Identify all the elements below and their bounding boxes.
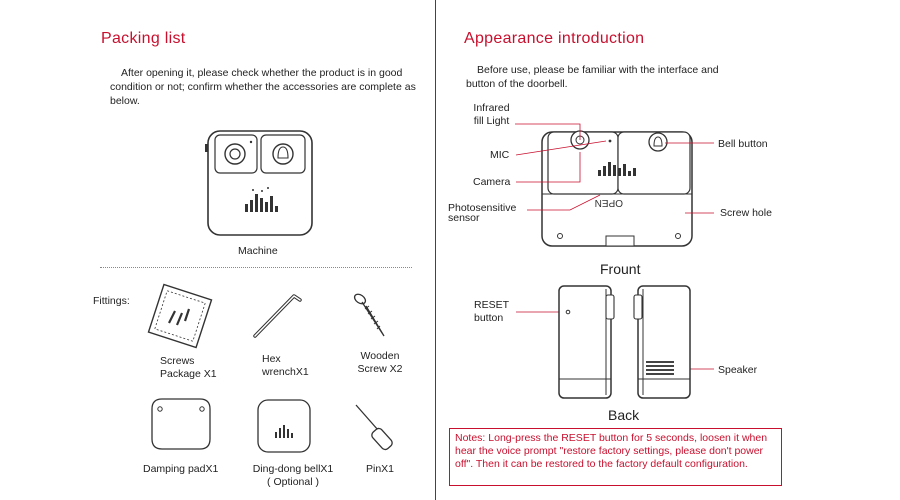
screw-hole-label: Screw hole xyxy=(720,207,772,219)
screws-package-line2: Package X1 xyxy=(160,368,217,380)
ding-dong-bell-label: Ding-dong bellX1 ( Optional ) xyxy=(238,463,348,489)
dotted-divider xyxy=(100,267,412,268)
camera-label: Camera xyxy=(473,176,511,188)
hex-wrench-line1: Hex xyxy=(262,353,281,365)
mic-label: MIC xyxy=(490,149,510,161)
machine-illustration xyxy=(205,130,313,236)
reset-line1: RESET xyxy=(474,299,510,311)
screws-package-illustration xyxy=(147,283,213,349)
ding-dong-bell-illustration xyxy=(257,399,311,453)
appearance-title: Appearance introduction xyxy=(464,30,645,47)
photosensitive-line2: sensor xyxy=(448,212,480,224)
wooden-screw-illustration xyxy=(353,293,385,337)
pin-label: PinX1 xyxy=(366,463,395,475)
ding-dong-bell-line2: ( Optional ) xyxy=(267,476,319,488)
front-caption: Frount xyxy=(600,261,641,277)
back-left-view-illustration xyxy=(558,285,615,399)
infrared-line2: fill Light xyxy=(473,115,510,127)
photosensitive-label: Photosensitive sensor xyxy=(448,202,517,224)
packing-list-title: Packing list xyxy=(101,30,186,47)
hex-wrench-illustration xyxy=(253,294,302,338)
speaker-label: Speaker xyxy=(718,364,758,376)
pin-illustration xyxy=(355,404,393,451)
fittings-label: Fittings: xyxy=(93,295,130,307)
wooden-screw-line2: Screw X2 xyxy=(357,363,403,375)
bell-button-label: Bell button xyxy=(718,138,768,150)
packing-list-intro: After opening it, please check whether t… xyxy=(110,67,416,107)
hex-wrench-label: Hex wrenchX1 xyxy=(262,353,309,379)
back-caption: Back xyxy=(608,407,640,423)
reset-notes: Notes: Long-press the RESET button for 5… xyxy=(449,428,782,486)
screws-package-label: Screws Package X1 xyxy=(160,355,217,381)
column-divider xyxy=(435,0,436,500)
ding-dong-bell-line1: Ding-dong bellX1 xyxy=(252,463,334,475)
wooden-screw-line1: Wooden xyxy=(360,350,400,362)
machine-label: Machine xyxy=(238,245,278,257)
appearance-intro: Before use, please be familiar with the … xyxy=(466,64,719,90)
hex-wrench-line2: wrenchX1 xyxy=(262,366,309,378)
infrared-line1: Infrared xyxy=(473,102,510,114)
back-right-view-illustration xyxy=(633,285,691,399)
reset-button-label: RESET button xyxy=(474,299,509,325)
damping-pad-label: Damping padX1 xyxy=(143,463,219,475)
screws-package-line1: Screws xyxy=(160,355,195,367)
reset-line2: button xyxy=(474,312,504,324)
front-device-illustration: OPEN xyxy=(541,130,693,247)
open-text: OPEN xyxy=(595,197,623,208)
infrared-label: Infrared fill Light xyxy=(464,102,519,128)
photosensitive-line1: Photosensitive xyxy=(448,202,517,214)
damping-pad-illustration xyxy=(151,398,211,450)
wooden-screw-label: Wooden Screw X2 xyxy=(350,350,410,376)
